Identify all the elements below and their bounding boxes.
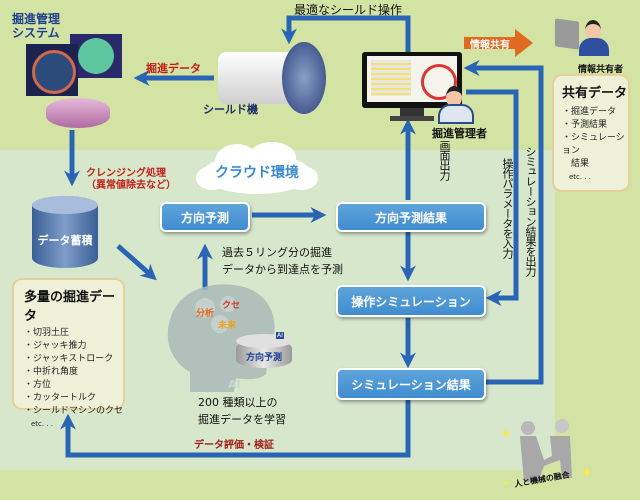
ai-badge: AI (276, 332, 284, 339)
svg-text:✦: ✦ (500, 426, 512, 442)
cloud-shape: クラウド環境 (192, 140, 322, 200)
optimal-operation-label: 最適なシールド操作 (294, 3, 403, 17)
gear-word-future: 未来 (218, 321, 237, 331)
handshake-icon: ✦ ✦ ✦ (500, 419, 593, 489)
svg-text:✦: ✦ (502, 479, 510, 489)
bulk-data-item: ・ジャッキストローク (24, 354, 114, 364)
shared-data-list: ・掘進データ ・予測結果 ・シミュレーション 結果 etc. . . (562, 106, 628, 184)
direction-prediction-box: 方向予測 (160, 202, 250, 232)
system-title-line2: システム (12, 26, 60, 40)
manager-avatar (438, 86, 474, 124)
prediction-note: 過去５リング分の掘進 データから到達点を予測 (222, 244, 343, 278)
prediction-note-line1: 過去５リング分の掘進 (222, 246, 332, 259)
cloud-label: クラウド環境 (215, 165, 299, 181)
svg-text:✦: ✦ (580, 463, 593, 482)
bulk-data-item: ・カッタートルク (24, 393, 97, 403)
shared-data-item: ・掘進データ (562, 107, 617, 117)
gear-word-habit: クセ (222, 301, 241, 311)
bulk-data-list: ・切羽土圧 ・ジャッキ推力 ・ジャッキストローク ・中折れ角度 ・方位 ・カッタ… (24, 327, 123, 431)
bulk-data-title: 多量の掘進データ (24, 290, 116, 324)
shared-data-item: 結果 (562, 159, 590, 169)
prediction-result-box: 方向予測結果 (336, 202, 486, 232)
operation-simulation-box: 操作シミュレーション (336, 285, 486, 317)
learning-label: 200 種類以上の 掘進データを学習 (198, 394, 286, 428)
cleansing-line2: （異常値除去など） (86, 180, 176, 191)
excavation-data-label: 掘進データ (146, 62, 201, 75)
info-sharer-label: 情報共有者 (578, 65, 624, 75)
system-database-icon (46, 98, 110, 128)
prediction-note-line2: データから到達点を予測 (222, 263, 343, 276)
parameter-input-label: 操作パラメータを入力 (501, 158, 514, 258)
ai-chip-label: 方向予測 (245, 353, 282, 363)
ai-direction-chip: AI 方向予測 (236, 332, 292, 368)
arrow-optimal-operation (280, 15, 411, 70)
screen-output-label: 画面出力 (438, 140, 451, 180)
simulation-output-label: シミュレーション結果を出力 (524, 146, 537, 276)
arrow-parameter-input (466, 89, 519, 307)
data-storage-label: データ蓄積 (37, 234, 93, 247)
shared-data-panel: 共有データ ・掘進データ ・予測結果 ・シミュレーション 結果 etc. . . (552, 74, 630, 192)
bulk-data-item: ・方位 (24, 380, 52, 390)
info-sharer-avatar (555, 18, 615, 60)
gear-word-analysis: 分析 (196, 309, 215, 319)
evaluation-label: データ評価・検証 (194, 440, 274, 451)
learning-line1: 200 種類以上の (198, 396, 278, 409)
shield-machine-label: シールド機 (203, 103, 258, 116)
bulk-data-item: ・シールドマシンのクセ (24, 406, 124, 416)
bulk-data-item: ・ジャッキ推力 (24, 341, 87, 351)
management-system-graphic (26, 32, 122, 132)
cleansing-line1: クレンジング処理 (86, 168, 166, 179)
arrow-storage-to-ai (116, 244, 157, 281)
bulk-data-item: ・中折れ角度 (24, 367, 79, 377)
simulation-result-box: シミュレーション結果 (336, 368, 486, 400)
data-storage-database: データ蓄積 (32, 196, 98, 268)
bulk-data-panel: 多量の掘進データ ・切羽土圧 ・ジャッキ推力 ・ジャッキストローク ・中折れ角度… (12, 278, 125, 428)
bulk-data-item: etc. . . (24, 420, 54, 428)
learning-line2: 掘進データを学習 (198, 413, 286, 426)
shared-data-item: ・シミュレーション (562, 133, 625, 156)
cloud-icon (196, 142, 318, 194)
shield-machine-image (218, 38, 328, 114)
system-screen-secondary (70, 34, 122, 78)
monitor-icon (362, 52, 462, 122)
human-machine-fusion-graphic: ✦ ✦ ✦ 人と機械の融合 (488, 416, 608, 496)
system-title: 掘進管理 システム (12, 12, 60, 40)
arrow-simulation-output (463, 59, 544, 385)
shared-data-title: 共有データ (562, 86, 628, 101)
manager-label: 掘進管理者 (432, 127, 487, 140)
info-share-label: 情報共有 (470, 40, 510, 51)
shared-data-item: ・予測結果 (562, 120, 608, 130)
ai-head-graphic: 分析 クセ 未来 AI AI 方向予測 (160, 280, 300, 392)
cleansing-label: クレンジング処理 （異常値除去など） (86, 168, 176, 192)
system-title-line1: 掘進管理 (12, 12, 61, 26)
arrow-info-share (464, 29, 533, 57)
head-ai-text: AI (228, 378, 241, 391)
arrow-evaluation-loop (59, 400, 411, 458)
system-screen-primary (26, 44, 78, 96)
bulk-data-item: ・切羽土圧 (24, 328, 70, 338)
shared-data-item: etc. . . (562, 173, 592, 181)
